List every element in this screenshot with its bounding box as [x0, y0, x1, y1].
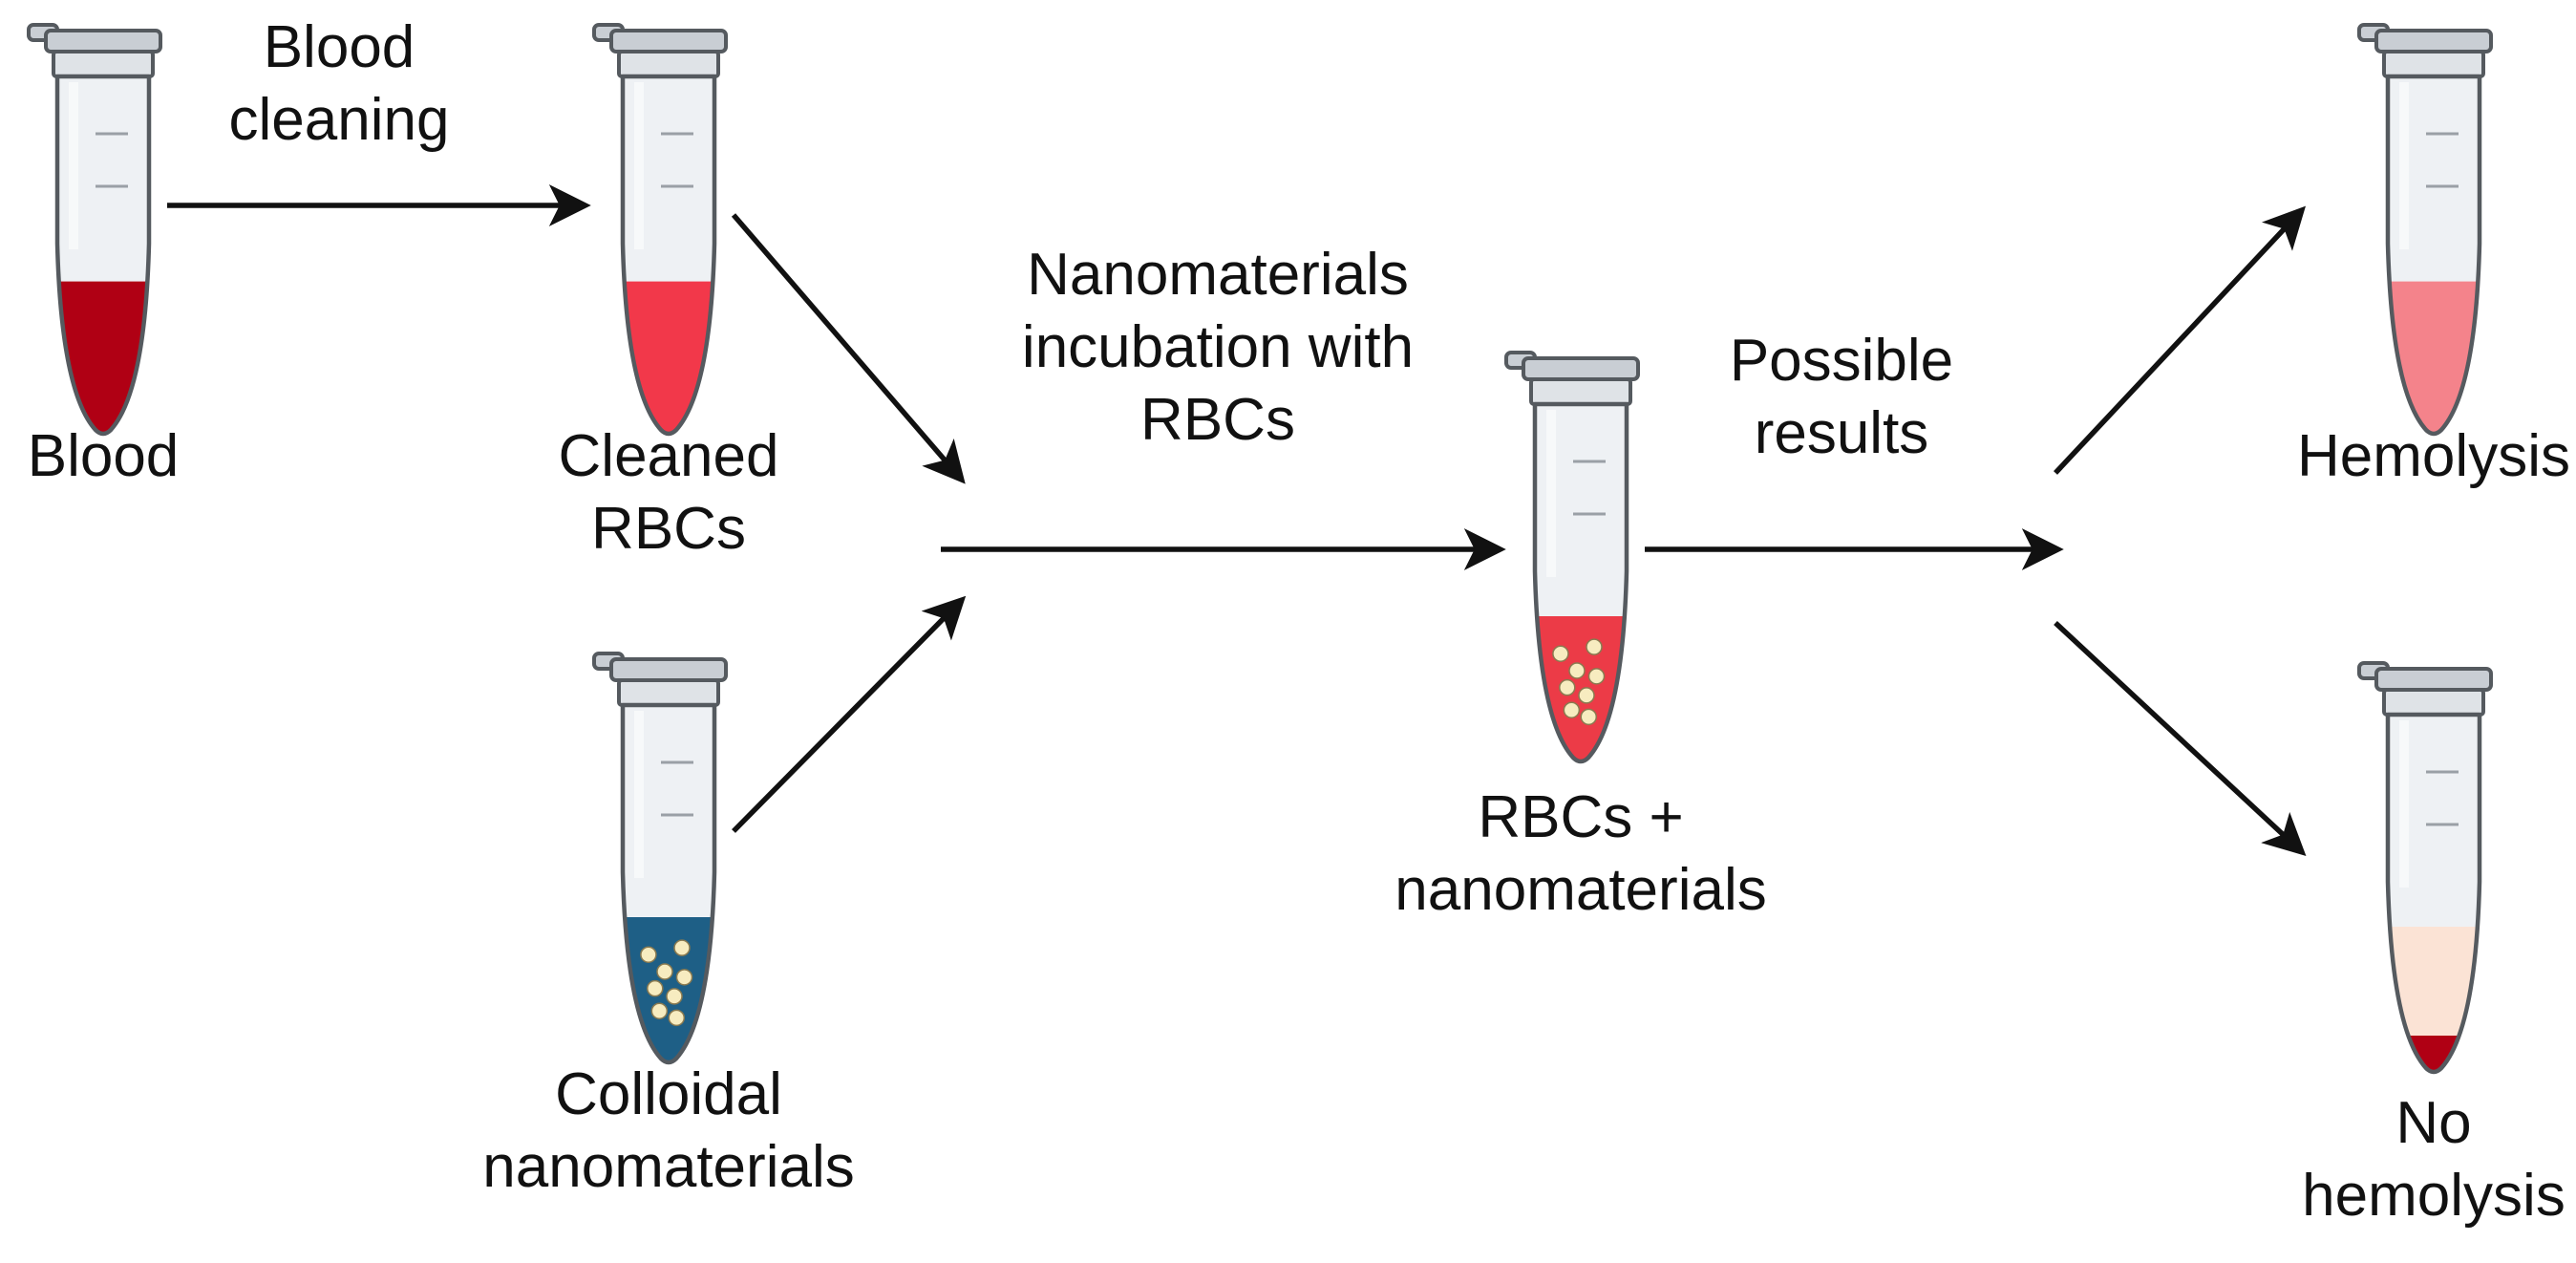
tube-caption-hemolysis: Hemolysis	[2297, 420, 2570, 493]
caption-line: nanomaterials	[1394, 857, 1767, 923]
caption-line: Blood	[27, 423, 180, 489]
tube-blood	[27, 23, 162, 437]
step-label-line: results	[1754, 400, 1929, 466]
nanoparticle	[1552, 645, 1569, 662]
caption-line: Hemolysis	[2297, 423, 2570, 489]
tube-rbcs-nanomaterials	[1504, 351, 1640, 764]
tube-hemolysis	[2357, 23, 2493, 437]
caption-line: Cleaned	[558, 423, 779, 489]
nanoparticle	[1586, 638, 1603, 655]
nanoparticle	[650, 1002, 669, 1019]
nanoparticle	[668, 1009, 686, 1027]
tube-caption-no-hemolysis: No hemolysis	[2302, 1087, 2565, 1232]
tube-colloidal	[592, 652, 728, 1065]
step-label-incubation: Nanomaterials incubation with RBCs	[1022, 239, 1414, 457]
tube-caption-rbcs-nanomaterials: RBCs + nanomaterials	[1394, 781, 1766, 927]
caption-line: hemolysis	[2302, 1163, 2565, 1229]
arrow-results-to-hemolysis	[2053, 205, 2307, 475]
caption-line: RBCs	[591, 496, 746, 562]
step-label-line: incubation with	[1021, 314, 1415, 380]
step-label-possible-results: Possible results	[1730, 325, 1953, 470]
arrow-results-to-no-hemolysis	[2054, 620, 2307, 856]
step-label-line: cleaning	[228, 87, 450, 153]
tube-cleaned-rbcs	[592, 23, 728, 437]
caption-line: No	[2395, 1090, 2472, 1156]
step-label-line: Possible	[1729, 328, 1954, 394]
nanoparticle	[675, 969, 693, 986]
tubes	[27, 23, 2493, 1075]
nanoparticle	[666, 988, 683, 1005]
caption-line: nanomaterials	[482, 1134, 855, 1200]
step-label-blood-cleaning: Blood cleaning	[229, 11, 450, 157]
nanoparticle	[640, 946, 657, 963]
nanoparticle	[1578, 687, 1595, 704]
step-label-line: Nanomaterials	[1027, 242, 1409, 308]
step-label-line: RBCs	[1140, 387, 1295, 453]
nanoparticle	[1563, 701, 1581, 718]
nanoparticle	[656, 963, 673, 980]
nanoparticle	[673, 939, 691, 956]
nanoparticle	[1568, 662, 1586, 679]
arrow-colloidal-to-incubation	[732, 595, 967, 833]
arrows	[167, 184, 2307, 856]
caption-line: RBCs +	[1478, 784, 1684, 850]
nanoparticle	[1559, 678, 1576, 696]
nanoparticle	[647, 979, 664, 997]
caption-line: Colloidal	[555, 1061, 782, 1127]
tube-no-hemolysis	[2357, 661, 2493, 1075]
step-label-line: Blood	[263, 14, 415, 80]
tube-caption-colloidal-nanomaterials: Colloidal nanomaterials	[482, 1059, 854, 1204]
nanoparticle	[1587, 668, 1606, 685]
arrow-cleaned-to-incubation	[731, 213, 966, 484]
rbc-pellet	[2388, 1036, 2480, 1072]
tube-caption-blood: Blood	[28, 420, 180, 493]
tube-caption-cleaned-rbcs: Cleaned RBCs	[559, 420, 779, 566]
nanoparticle	[1580, 708, 1598, 726]
